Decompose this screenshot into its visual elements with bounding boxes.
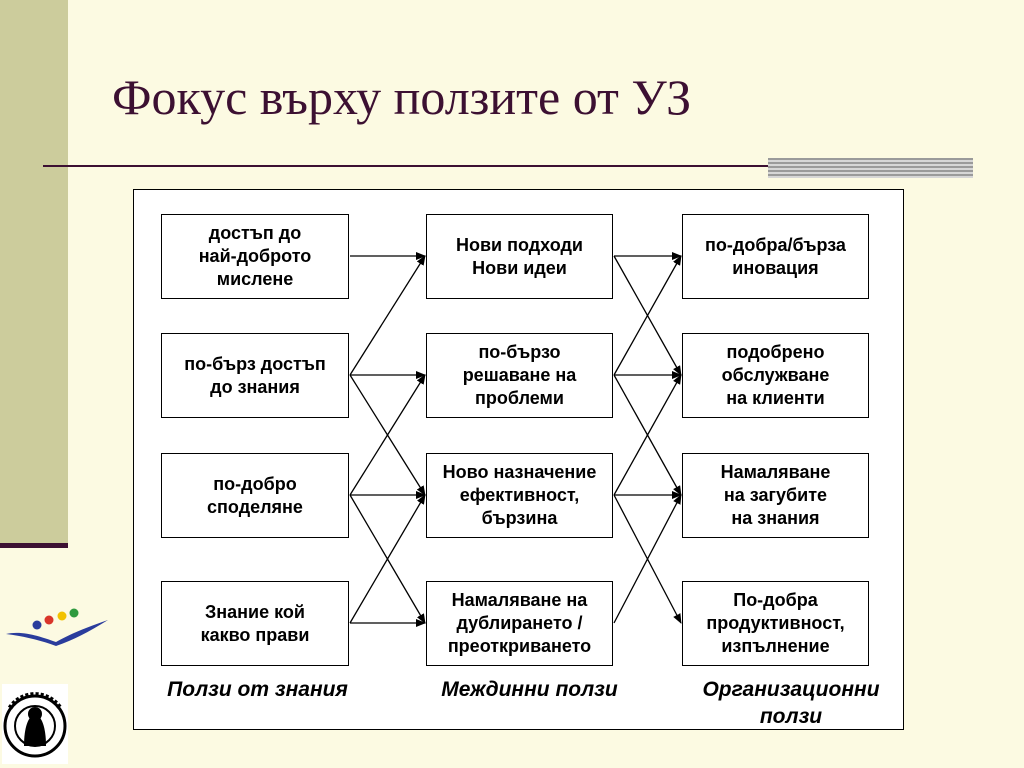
sidebar-divider <box>0 543 68 548</box>
title-divider <box>43 165 973 167</box>
knowledge-benefit-box-2: по-бърз достъп до знания <box>161 333 349 418</box>
arrow-middle-right-2-to-1 <box>613 255 682 376</box>
intermediate-benefit-box-2: по-бързо решаване на проблеми <box>426 333 613 418</box>
organizational-benefit-box-1: по-добра/бърза иновация <box>682 214 869 299</box>
arrow-left-middle-2-to-1 <box>349 255 426 376</box>
organizational-benefit-box-4: По-добра продуктивност, изпълнение <box>682 581 869 666</box>
column-label-knowledge-benefits: Ползи от знания <box>167 678 348 701</box>
arrow-middle-right-4-to-3 <box>613 494 682 624</box>
slide-title: Фокус върху ползите от УЗ <box>112 69 692 125</box>
knowledge-benefit-box-4: Знание кой какво прави <box>161 581 349 666</box>
organizational-benefit-box-3: Намаляване на загубите на знания <box>682 453 869 538</box>
arrow-left-middle-4-to-3 <box>349 494 426 624</box>
arrow-left-middle-3-to-2 <box>349 374 426 496</box>
knowledge-benefit-box-3: по-добро споделяне <box>161 453 349 538</box>
university-seal-logo <box>2 684 68 764</box>
partner-logo <box>6 608 108 646</box>
knowledge-benefit-box-1: достъп до най-доброто мислене <box>161 214 349 299</box>
organizational-benefit-box-2: подобрено обслужване на клиенти <box>682 333 869 418</box>
title-accent-stripes <box>768 158 973 178</box>
intermediate-benefit-box-1: Нови подходи Нови идеи <box>426 214 613 299</box>
intermediate-benefit-box-4: Намаляване на дублирането / преоткриване… <box>426 581 613 666</box>
intermediate-benefit-box-3: Ново назначение ефективност, бързина <box>426 453 613 538</box>
column-label-intermediate-benefits: Междинни ползи <box>441 678 618 701</box>
column-label-organizational-benefits: Организационни ползи <box>702 678 880 728</box>
decorative-sidebar <box>0 0 68 545</box>
arrow-middle-right-3-to-2 <box>613 374 682 496</box>
